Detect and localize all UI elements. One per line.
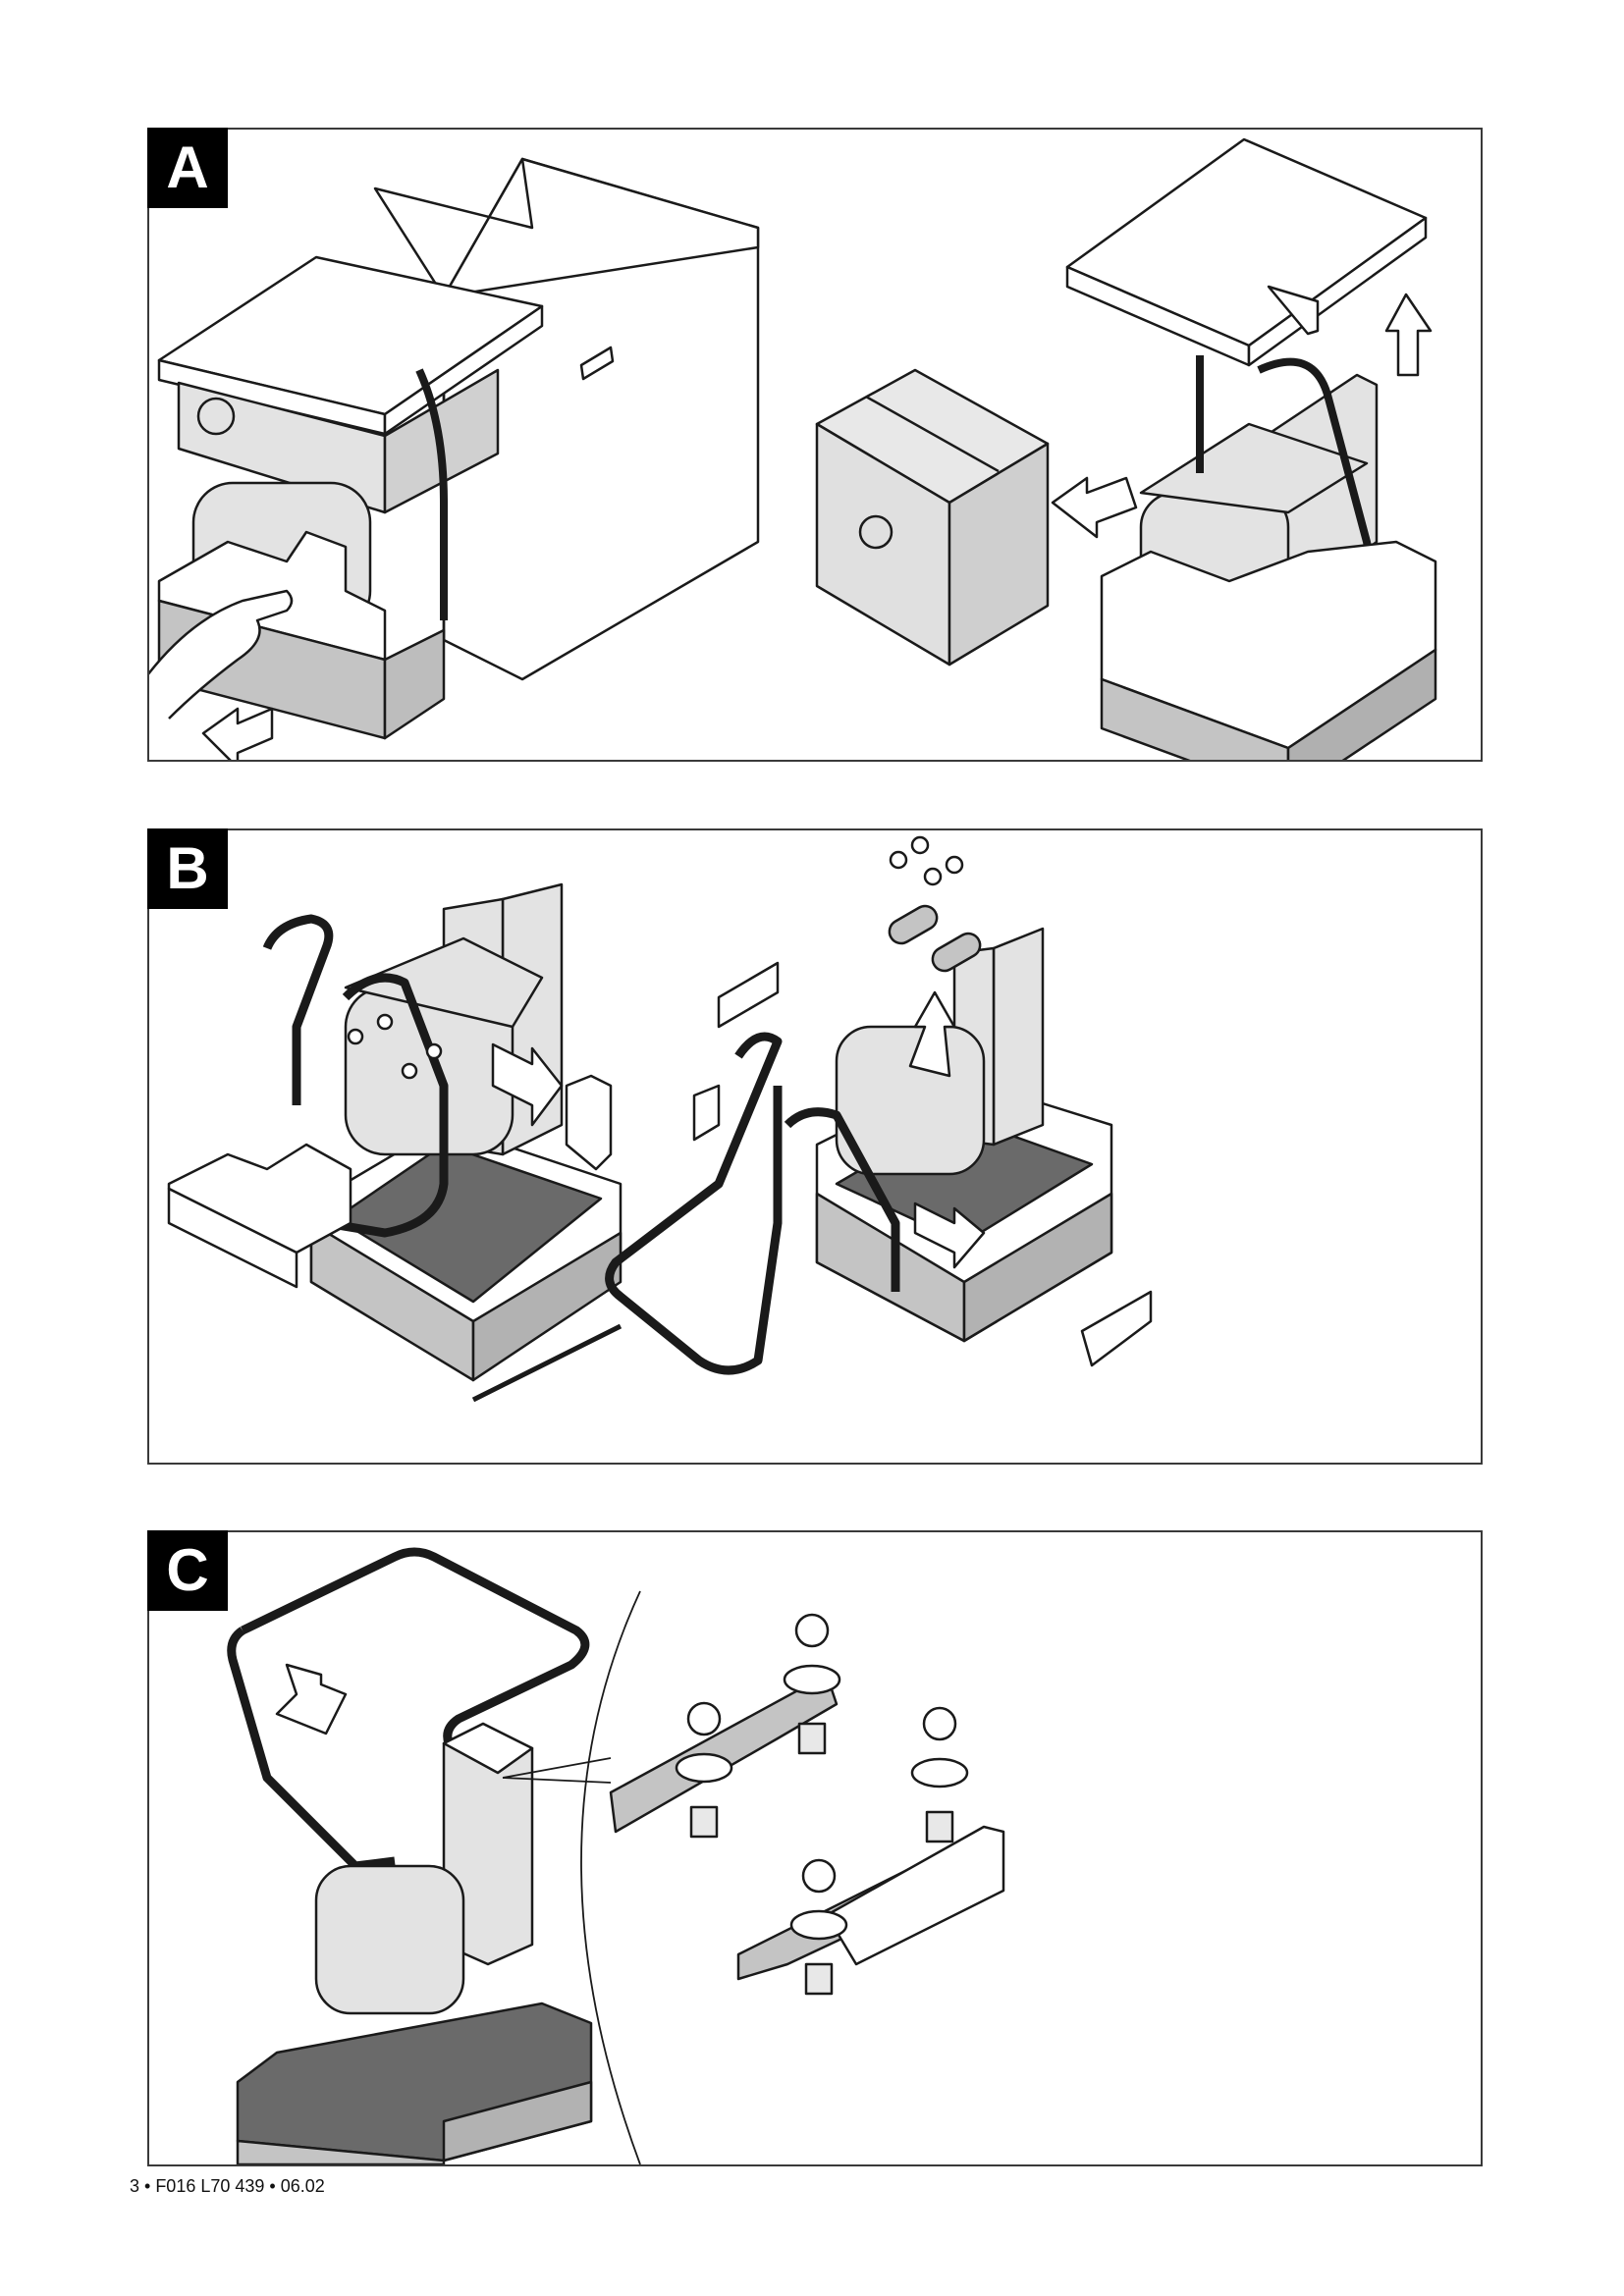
arrow-out-icon [1051, 476, 1138, 539]
hand-icon [149, 589, 294, 720]
foam-small [565, 1074, 613, 1171]
carton-closed [815, 368, 1050, 667]
arrow-out-icon [913, 1201, 986, 1269]
panel-label-a: A [147, 128, 228, 208]
illustration-b [167, 835, 1153, 1403]
page-footer: 3 • F016 L70 439 • 06.02 [130, 2176, 325, 2196]
carton-open [373, 157, 760, 681]
foam-strip [1080, 1290, 1153, 1367]
panel-label-c: C [147, 1530, 228, 1611]
arrow-down-icon [275, 1663, 348, 1735]
bosch-logo-icon [196, 397, 236, 436]
loose-parts [888, 835, 982, 973]
illustration-c [227, 1547, 1005, 2164]
rod [471, 1323, 623, 1403]
bosch-logo-icon [858, 514, 893, 550]
cap-nut-icon [686, 1613, 957, 1894]
handle-frame [241, 1547, 590, 1910]
threaded-stud-icon [689, 1722, 954, 1996]
arrow-up-icon [1384, 293, 1433, 377]
panel-c: C [147, 1530, 1483, 2166]
illustration-a [149, 137, 1437, 760]
arrow-out-icon [491, 1042, 564, 1127]
unit-right [605, 927, 1153, 1375]
arrow-up-icon [908, 990, 956, 1078]
arrow-out-icon [201, 707, 274, 760]
panel-a: A [147, 128, 1483, 762]
washer-icon [675, 1664, 969, 1941]
panel-label-b: B [147, 828, 228, 909]
fixing-detail [609, 1613, 1005, 1996]
panel-b: B [147, 828, 1483, 1465]
unit-in-tray [1051, 137, 1437, 760]
